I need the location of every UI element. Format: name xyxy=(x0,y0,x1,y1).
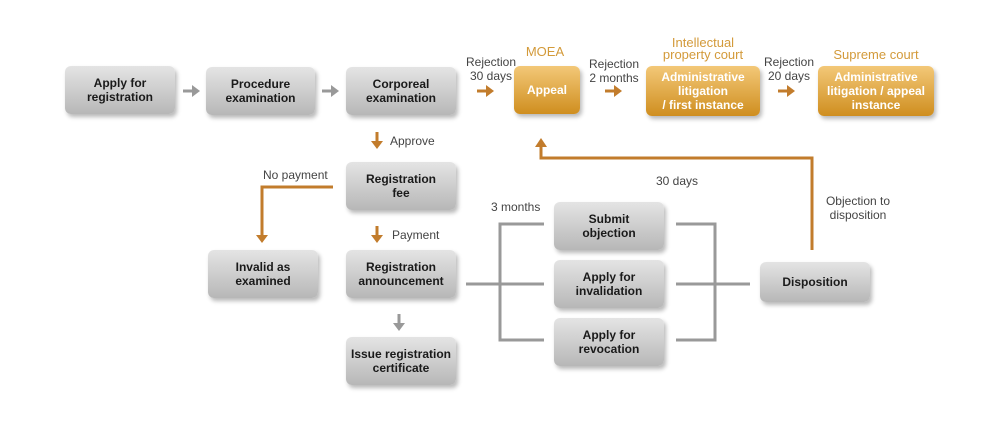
objection-feedback-path xyxy=(535,138,814,250)
apply-invalidation-box: Apply for invalidation xyxy=(554,260,664,308)
no-payment-label: No payment xyxy=(263,168,328,182)
disposition-box: Disposition xyxy=(760,262,870,302)
arrow-approve xyxy=(371,132,383,149)
three-months-label: 3 months xyxy=(491,200,541,214)
arrow-payment xyxy=(371,226,383,243)
registration-announcement-box: Registration announcement xyxy=(346,250,456,298)
apply-registration-box: Apply for registration xyxy=(65,66,175,114)
issue-certificate-box: Issue registration certificate xyxy=(346,337,456,385)
objection-to-disposition-label: Objection to disposition xyxy=(825,194,891,222)
moea-label: MOEA xyxy=(525,44,565,59)
payment-label: Payment xyxy=(392,228,440,242)
rejection-30-days-label: Rejection 30 days xyxy=(465,55,517,83)
admin-appeal-instance-box: Administrative litigation / appeal insta… xyxy=(818,66,934,116)
apply-revocation-box: Apply for revocation xyxy=(554,318,664,366)
procedure-examination-box: Procedure examination xyxy=(206,67,315,115)
arrow-apply-to-procedure xyxy=(183,85,200,97)
submit-objection-box: Submit objection xyxy=(554,202,664,250)
arrow-to-first-instance xyxy=(605,85,622,97)
invalid-as-examined-box: Invalid as examined xyxy=(208,250,318,298)
thirty-days-label: 30 days xyxy=(656,174,699,188)
supreme-court-label: Supreme court xyxy=(833,47,919,62)
arrow-procedure-to-corporeal xyxy=(322,85,339,97)
left-bracket xyxy=(466,222,544,342)
no-payment-path xyxy=(256,185,333,243)
registration-fee-box: Registration fee xyxy=(346,162,456,210)
corporeal-examination-box: Corporeal examination xyxy=(346,67,456,115)
arrow-to-appeal-instance xyxy=(778,85,795,97)
right-bracket xyxy=(676,222,750,342)
rejection-20-days-label: Rejection 20 days xyxy=(763,55,815,83)
ip-court-label: Intellectual property court xyxy=(662,35,744,62)
arrow-to-appeal xyxy=(477,85,494,97)
arrow-to-certificate xyxy=(393,314,405,331)
admin-first-instance-box: Administrative litigation / first instan… xyxy=(646,66,760,116)
approve-label: Approve xyxy=(390,134,435,148)
appeal-box: Appeal xyxy=(514,66,580,114)
rejection-2-months-label: Rejection 2 months xyxy=(588,57,640,85)
